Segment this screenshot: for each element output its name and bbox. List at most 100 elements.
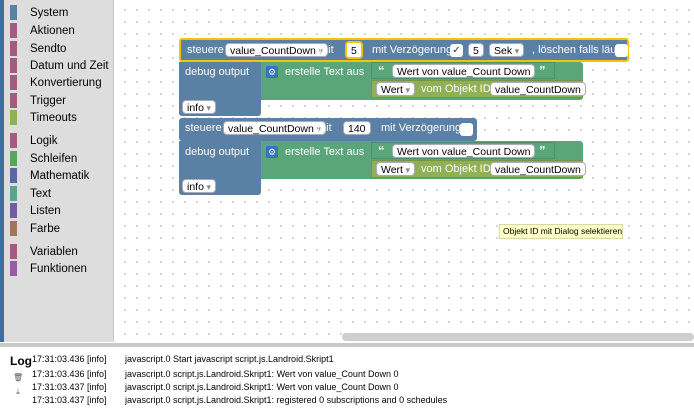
text-input[interactable]: Wert von value_Count Down bbox=[392, 64, 536, 78]
log-title: Log bbox=[10, 354, 32, 368]
object-id-field[interactable]: value_CountDown bbox=[490, 162, 586, 176]
category-color-swatch bbox=[10, 93, 17, 108]
category-color-swatch bbox=[10, 203, 17, 218]
category-label: Listen bbox=[30, 204, 61, 217]
log-timestamp: 17:31:03.437 [info] bbox=[32, 382, 107, 392]
steuere-label: steuere bbox=[185, 122, 222, 134]
category-label: Logik bbox=[30, 134, 58, 147]
log-level-dropdown[interactable]: info bbox=[182, 179, 216, 193]
log-message: javascript.0 Start javascript script.js.… bbox=[125, 354, 334, 364]
category-color-swatch bbox=[10, 5, 17, 20]
debug-output-label: debug output bbox=[185, 66, 250, 78]
log-message: javascript.0 script.js.Landroid.Skript1:… bbox=[125, 369, 399, 379]
trash-icon[interactable]: 🗑 bbox=[13, 373, 24, 382]
mit-label: mit bbox=[319, 44, 334, 56]
delay-checkbox[interactable]: ✓ bbox=[450, 44, 463, 57]
control-block-1[interactable]: steuere value_CountDown mit 5 mit Verzög… bbox=[179, 38, 629, 62]
quote-close-icon: ” bbox=[539, 143, 546, 158]
category-color-swatch bbox=[10, 41, 17, 56]
value-input[interactable]: 5 bbox=[345, 41, 363, 59]
gear-icon[interactable]: ⚙ bbox=[266, 66, 278, 78]
create-text-label: erstelle Text aus bbox=[285, 66, 365, 78]
delay-value-input[interactable]: 5 bbox=[468, 43, 484, 57]
category-variablen[interactable]: Variablen bbox=[10, 243, 78, 260]
object-value-block-2[interactable]: Wert vom Objekt ID value_CountDown bbox=[371, 160, 586, 178]
category-system[interactable]: System bbox=[10, 4, 68, 21]
download-icon[interactable]: ⤓ bbox=[16, 387, 20, 396]
unit-dropdown[interactable]: Sek bbox=[489, 43, 525, 57]
gear-icon[interactable]: ⚙ bbox=[266, 146, 278, 158]
category-datum-und-zeit[interactable]: Datum und Zeit bbox=[10, 57, 109, 74]
category-listen[interactable]: Listen bbox=[10, 202, 61, 219]
wert-dropdown[interactable]: Wert bbox=[376, 162, 416, 176]
category-color-swatch bbox=[10, 261, 17, 276]
quote-close-icon: ” bbox=[539, 63, 546, 78]
category-mathematik[interactable]: Mathematik bbox=[10, 167, 89, 184]
category-label: Funktionen bbox=[30, 262, 87, 275]
log-message: javascript.0 script.js.Landroid.Skript1:… bbox=[125, 382, 399, 392]
blockly-workspace[interactable]: steuere value_CountDown mit 5 mit Verzög… bbox=[115, 0, 694, 342]
text-literal-block-1[interactable]: “ Wert von value_Count Down ” bbox=[371, 62, 555, 79]
category-schleifen[interactable]: Schleifen bbox=[10, 150, 77, 167]
category-label: System bbox=[30, 6, 69, 19]
category-konvertierung[interactable]: Konvertierung bbox=[10, 74, 102, 91]
horizontal-scrollbar[interactable] bbox=[342, 333, 694, 341]
category-trigger[interactable]: Trigger bbox=[10, 92, 66, 109]
category-label: Mathematik bbox=[30, 169, 90, 182]
category-logik[interactable]: Logik bbox=[10, 132, 58, 149]
variable-dropdown[interactable]: value_CountDown bbox=[225, 43, 328, 57]
category-label: Trigger bbox=[30, 94, 66, 107]
toolbox-accent-bar bbox=[0, 0, 4, 342]
object-id-label: vom Objekt ID bbox=[421, 83, 491, 95]
category-text[interactable]: Text bbox=[10, 185, 51, 202]
mit-label: mit bbox=[317, 122, 332, 134]
text-literal-block-2[interactable]: “ Wert von value_Count Down ” bbox=[371, 142, 555, 159]
clear-checkbox[interactable] bbox=[615, 44, 628, 57]
log-timestamp: 17:31:03.436 [info] bbox=[32, 354, 107, 364]
log-timestamp: 17:31:03.436 [info] bbox=[32, 369, 107, 379]
category-color-swatch bbox=[10, 244, 17, 259]
tooltip: Objekt ID mit Dialog selektieren bbox=[499, 224, 623, 239]
category-timeouts[interactable]: Timeouts bbox=[10, 109, 77, 126]
category-funktionen[interactable]: Funktionen bbox=[10, 260, 87, 277]
category-label: Sendto bbox=[30, 42, 67, 55]
category-color-swatch bbox=[10, 151, 17, 166]
category-sendto[interactable]: Sendto bbox=[10, 40, 66, 57]
category-aktionen[interactable]: Aktionen bbox=[10, 22, 75, 39]
category-color-swatch bbox=[10, 186, 17, 201]
steuere-label: steuere bbox=[187, 44, 224, 56]
value-input[interactable]: 140 bbox=[343, 121, 371, 135]
wert-dropdown[interactable]: Wert bbox=[376, 82, 416, 96]
log-message: javascript.0 script.js.Landroid.Skript1:… bbox=[125, 395, 448, 405]
category-label: Farbe bbox=[30, 222, 61, 235]
log-level-dropdown[interactable]: info bbox=[182, 100, 216, 114]
debug-output-block-2[interactable]: debug output info bbox=[179, 141, 261, 195]
debug-output-block-1[interactable]: debug output info bbox=[179, 62, 261, 116]
category-label: Text bbox=[30, 187, 52, 200]
variable-dropdown[interactable]: value_CountDown bbox=[223, 121, 326, 135]
category-label: Aktionen bbox=[30, 24, 75, 37]
category-farbe[interactable]: Farbe bbox=[10, 220, 60, 237]
category-label: Schleifen bbox=[30, 152, 78, 165]
text-input[interactable]: Wert von value_Count Down bbox=[392, 144, 536, 158]
category-color-swatch bbox=[10, 168, 17, 183]
category-label: Timeouts bbox=[30, 111, 77, 124]
object-id-field[interactable]: value_CountDown bbox=[490, 82, 586, 96]
delay-label: mit Verzögerung bbox=[381, 122, 462, 134]
category-label: Konvertierung bbox=[30, 76, 102, 89]
object-value-block-1[interactable]: Wert vom Objekt ID value_CountDown bbox=[371, 80, 586, 98]
quote-open-icon: “ bbox=[378, 143, 385, 158]
log-timestamp: 17:31:03.437 [info] bbox=[32, 395, 107, 405]
category-color-swatch bbox=[10, 221, 17, 236]
create-text-label: erstelle Text aus bbox=[285, 146, 365, 158]
category-color-swatch bbox=[10, 75, 17, 90]
delay-checkbox[interactable] bbox=[460, 123, 473, 136]
delay-label: mit Verzögerung bbox=[372, 44, 453, 56]
control-block-2[interactable]: steuere value_CountDown mit 140 mit Verz… bbox=[179, 118, 477, 141]
category-label: Variablen bbox=[30, 245, 78, 258]
clear-label: , löschen falls läuft bbox=[532, 44, 623, 56]
category-label: Datum und Zeit bbox=[30, 59, 109, 72]
quote-open-icon: “ bbox=[378, 63, 385, 78]
category-color-swatch bbox=[10, 110, 17, 125]
